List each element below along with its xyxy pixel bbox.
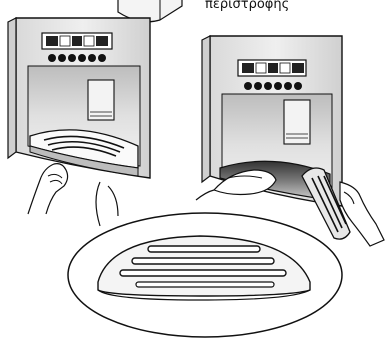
hand-left — [28, 164, 68, 214]
dispenser-left — [8, 18, 150, 214]
dispenser-lever-left — [88, 80, 114, 120]
zoom-callout — [68, 182, 342, 337]
dispenser-lever-right — [284, 100, 310, 144]
